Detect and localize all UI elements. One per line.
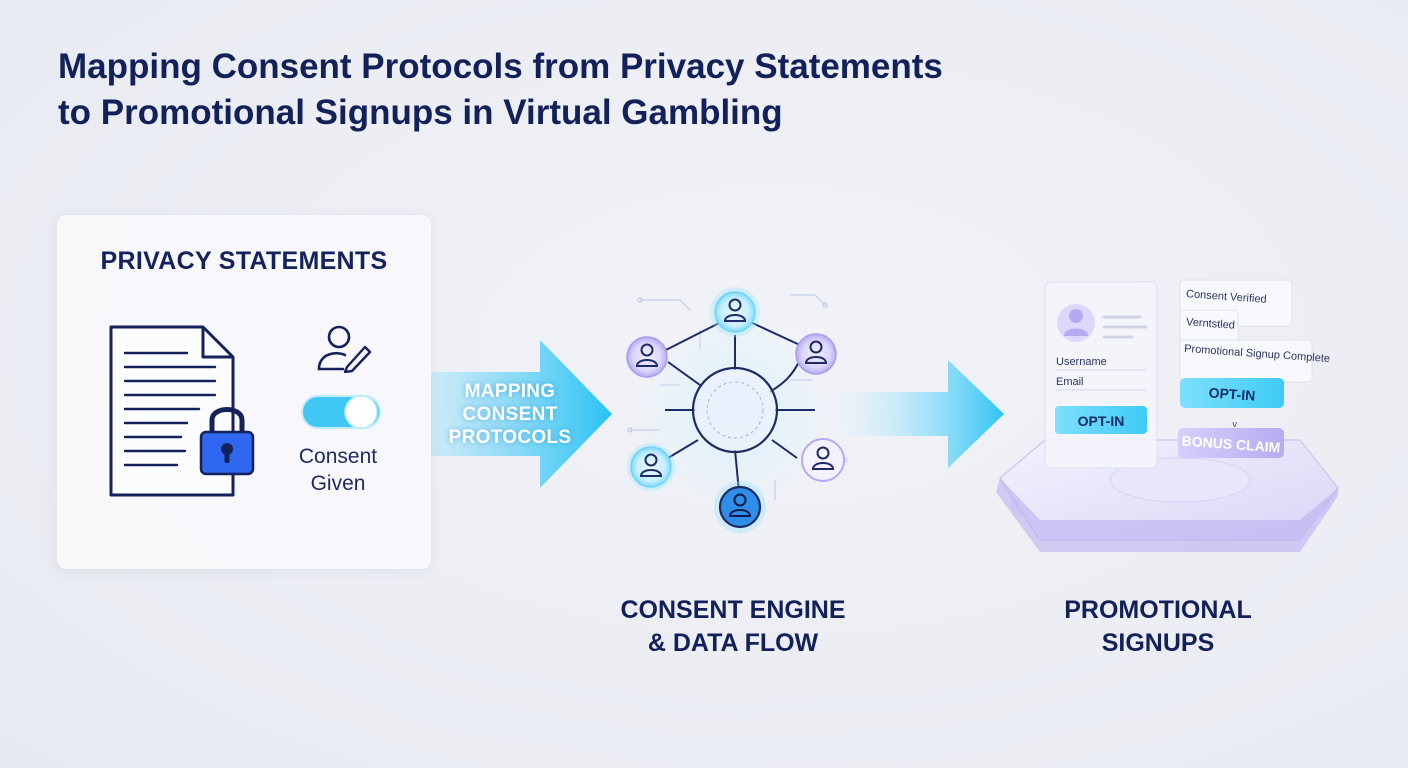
user-signature-icon (317, 325, 372, 373)
arrow-label-line-3: PROTOCOLS (448, 427, 572, 448)
mapping-arrow (372, 340, 612, 488)
padlock-icon (199, 407, 255, 476)
status-chip-graphics: v (1178, 279, 1313, 458)
user-node-top (710, 287, 760, 337)
flow-arrow (838, 360, 1004, 468)
user-node-lower-right (801, 438, 845, 482)
mapping-arrow-label: MAPPING CONSENT PROTOCOLS (430, 380, 590, 449)
title-line-1: Mapping Consent Protocols from Privacy S… (58, 47, 943, 86)
title-line-2: to Promotional Signups in Virtual Gambli… (58, 93, 783, 132)
arrow-label-line-2: CONSENT (462, 404, 558, 425)
consent-engine-caption: CONSENT ENGINE & DATA FLOW (583, 594, 883, 660)
privacy-panel-title: PRIVACY STATEMENTS (100, 247, 388, 275)
user-node-bottom (714, 481, 766, 533)
consent-given-label: Consent Given (283, 443, 393, 497)
user-node-upper-left (626, 336, 668, 378)
email-label: Email (1056, 376, 1084, 388)
promo-caption-line-2: SIGNUPS (1101, 629, 1215, 657)
consent-label-line-2: Given (310, 472, 366, 495)
consent-toggle[interactable] (297, 389, 385, 435)
username-label: Username (1056, 356, 1107, 368)
promo-caption-line-1: PROMOTIONAL (1064, 596, 1252, 624)
consent-label-line-1: Consent (298, 445, 378, 468)
user-node-upper-right (795, 333, 837, 375)
page-title: Mapping Consent Protocols from Privacy S… (58, 44, 1058, 136)
engine-caption-line-1: CONSENT ENGINE (620, 596, 846, 624)
promotional-signups-caption: PROMOTIONAL SIGNUPS (1008, 594, 1308, 660)
privacy-statements-panel: PRIVACY STATEMENTS Consent (57, 215, 431, 569)
signup-form-card (1044, 281, 1158, 469)
arrow-label-line-1: MAPPING (464, 381, 556, 402)
form-optin-button[interactable]: OPT-IN (1077, 413, 1125, 429)
user-node-lower-left (627, 443, 675, 491)
hub-circle (691, 366, 779, 454)
svg-text:v: v (1232, 420, 1238, 430)
engine-caption-line-2: & DATA FLOW (647, 629, 819, 657)
